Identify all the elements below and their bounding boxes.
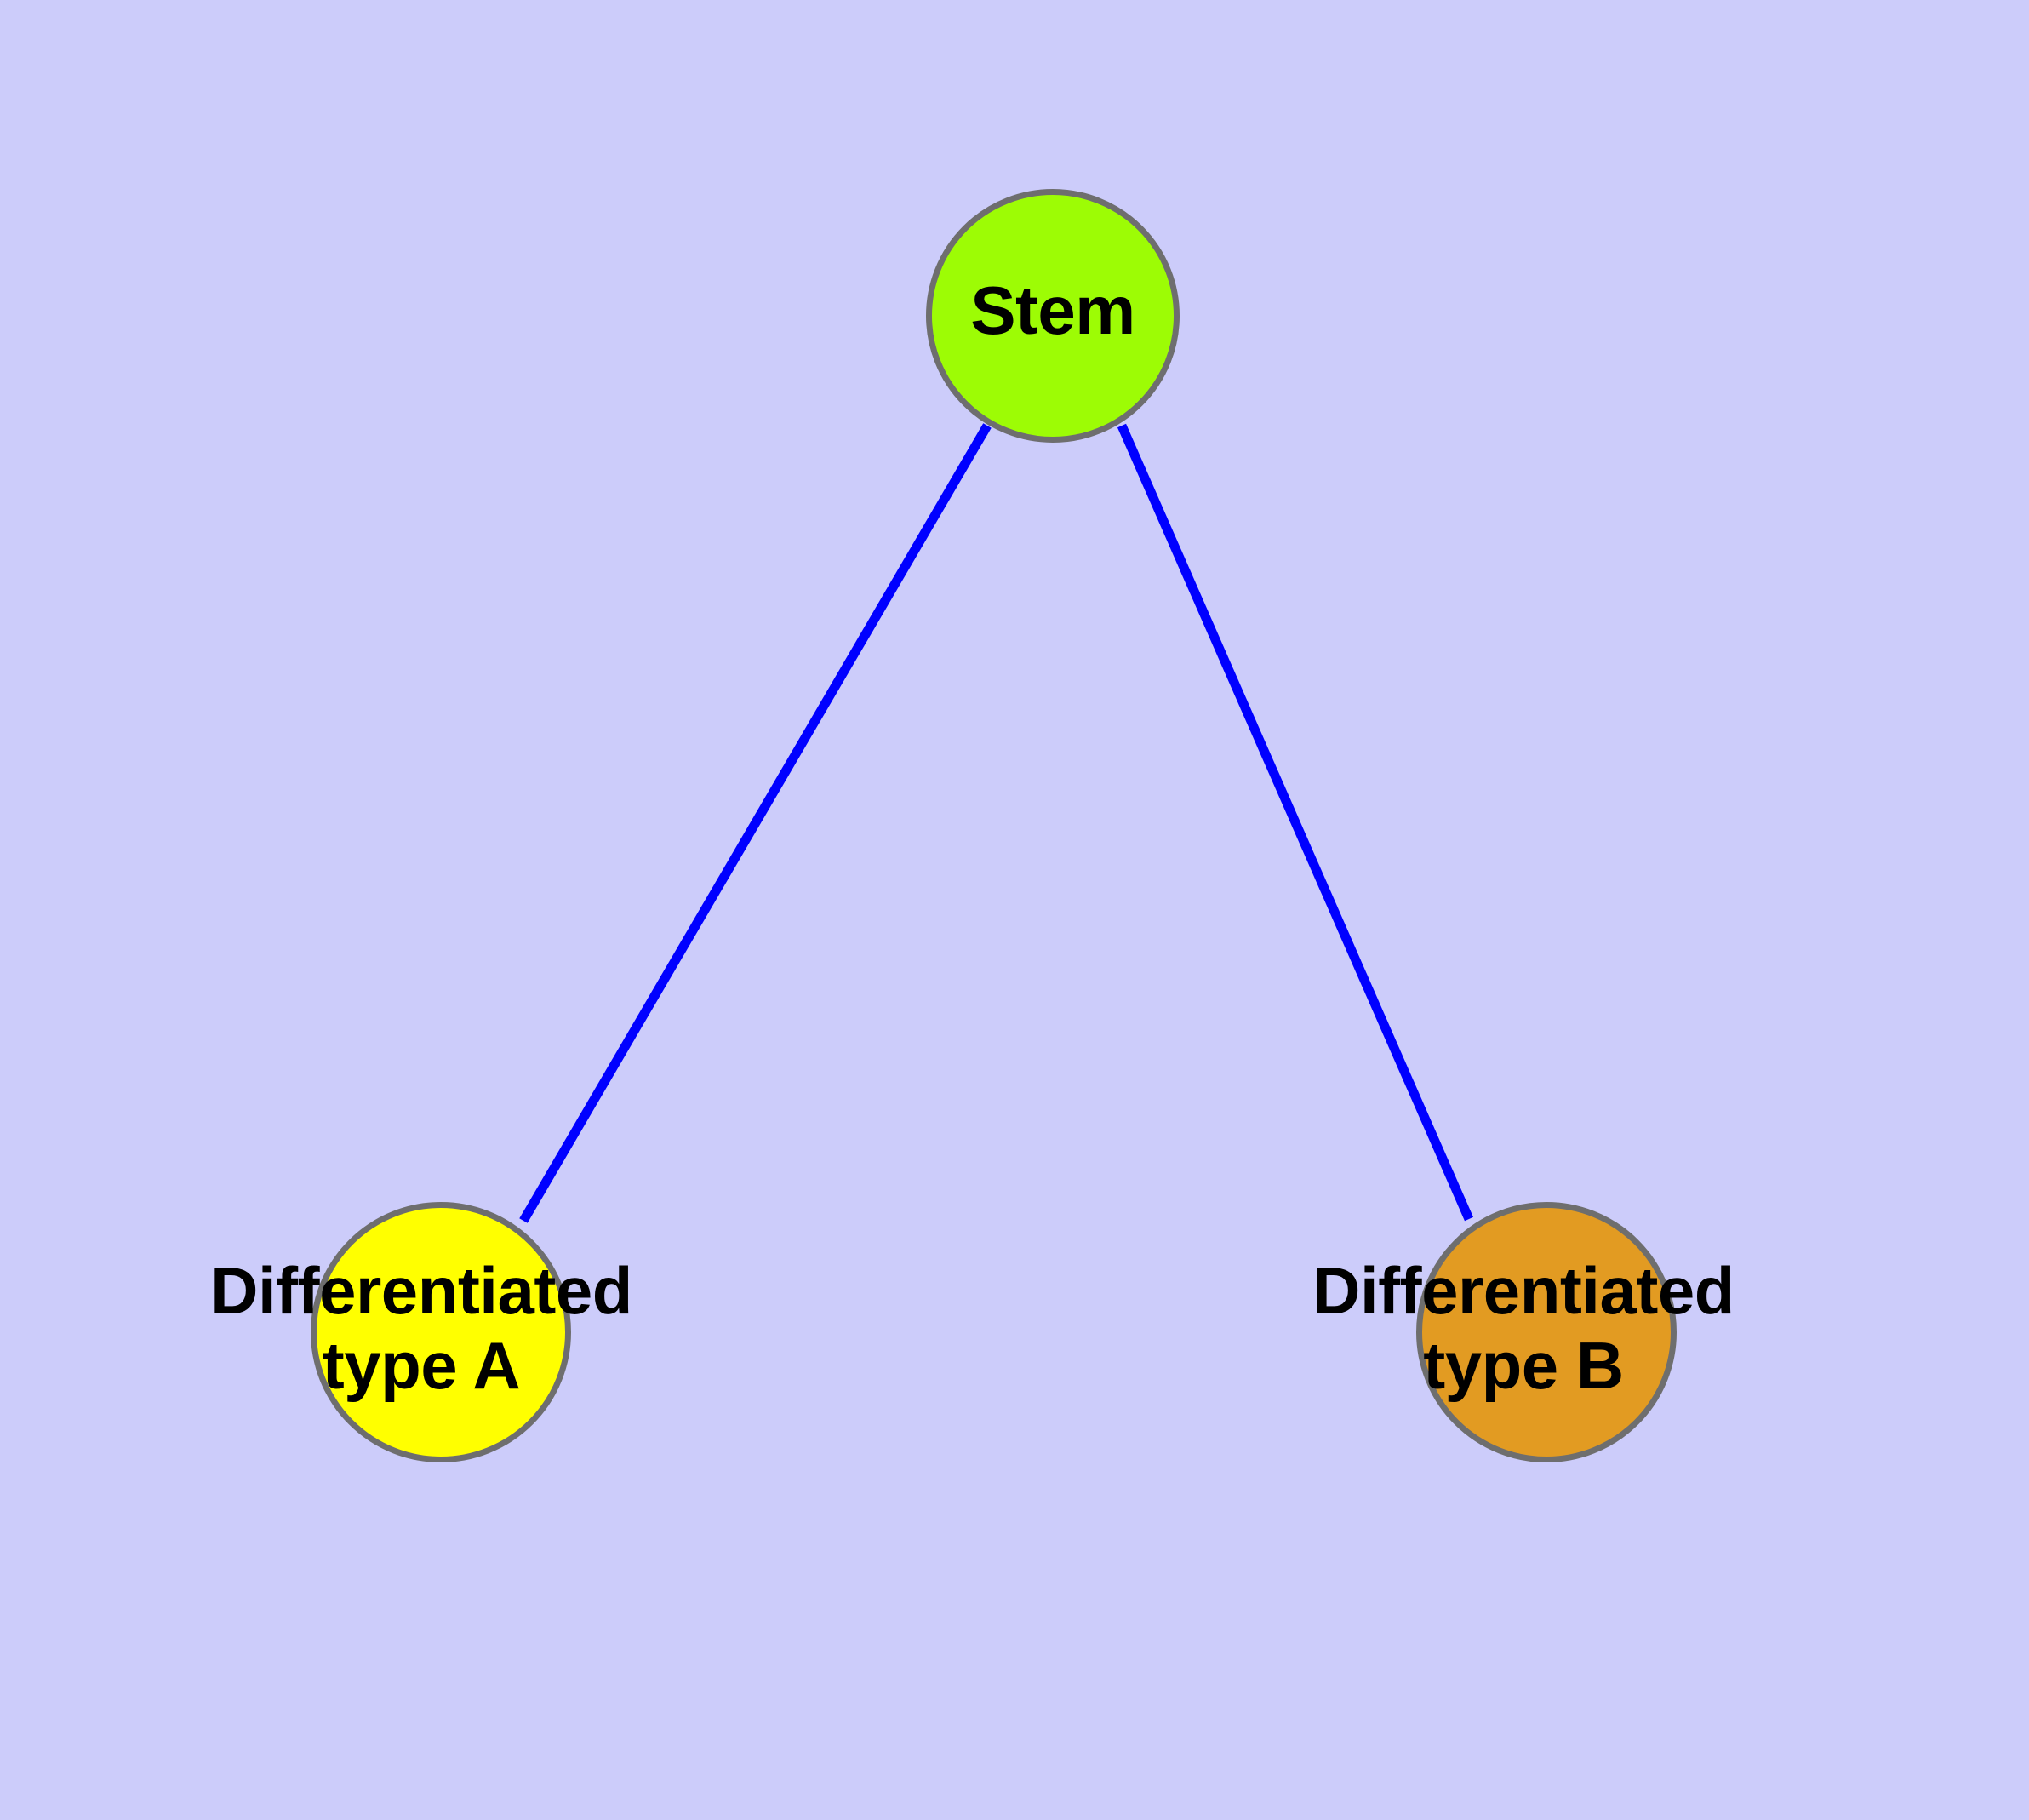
edge-stem-to-differentiated-a [519,423,992,1223]
node-label-stem: Stem [970,272,1135,348]
node-differentiated-type-a[interactable] [311,1202,571,1462]
edge-stem-to-differentiated-b [1117,423,1474,1222]
node-differentiated-type-b[interactable] [1416,1202,1677,1462]
node-stem[interactable] [926,189,1180,443]
node-label-differentiated-type-a: Differentiated type A [210,1253,632,1404]
node-label-differentiated-type-b: Differentiated type B [1312,1253,1735,1404]
